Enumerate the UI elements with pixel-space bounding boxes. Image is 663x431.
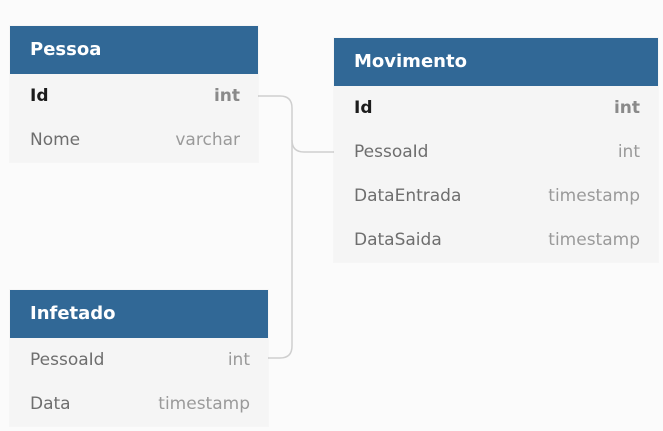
table-pessoa-header[interactable]: Pessoa xyxy=(10,26,258,74)
table-movimento[interactable]: Movimento Id int PessoaId int DataEntrad… xyxy=(334,38,658,262)
table-infetado[interactable]: Infetado PessoaId int Data timestamp xyxy=(10,290,268,426)
field-name: Id xyxy=(30,86,49,106)
field-type: timestamp xyxy=(548,230,640,250)
field-type: timestamp xyxy=(548,186,640,206)
link-pessoa-infetado xyxy=(268,140,293,359)
field-name: DataSaida xyxy=(354,230,442,250)
field-row[interactable]: Data timestamp xyxy=(10,382,268,426)
field-name: PessoaId xyxy=(354,142,429,162)
field-name: Data xyxy=(30,394,71,414)
field-row[interactable]: PessoaId int xyxy=(334,130,658,174)
field-row[interactable]: DataSaida timestamp xyxy=(334,218,658,262)
field-row[interactable]: Id int xyxy=(10,74,258,118)
field-name: PessoaId xyxy=(30,350,105,370)
field-type: timestamp xyxy=(158,394,250,414)
field-type: int xyxy=(617,142,640,162)
field-type: int xyxy=(213,86,240,106)
field-name: Id xyxy=(354,98,373,118)
table-movimento-header[interactable]: Movimento xyxy=(334,38,658,86)
field-row[interactable]: Nome varchar xyxy=(10,118,258,162)
link-pessoa-movimento xyxy=(258,95,334,153)
table-infetado-header[interactable]: Infetado xyxy=(10,290,268,338)
field-type: int xyxy=(613,98,640,118)
field-row[interactable]: PessoaId int xyxy=(10,338,268,382)
field-name: DataEntrada xyxy=(354,186,462,206)
field-type: int xyxy=(227,350,250,370)
field-type: varchar xyxy=(175,130,240,150)
field-row[interactable]: Id int xyxy=(334,86,658,130)
field-name: Nome xyxy=(30,130,81,150)
field-row[interactable]: DataEntrada timestamp xyxy=(334,174,658,218)
table-pessoa[interactable]: Pessoa Id int Nome varchar xyxy=(10,26,258,162)
